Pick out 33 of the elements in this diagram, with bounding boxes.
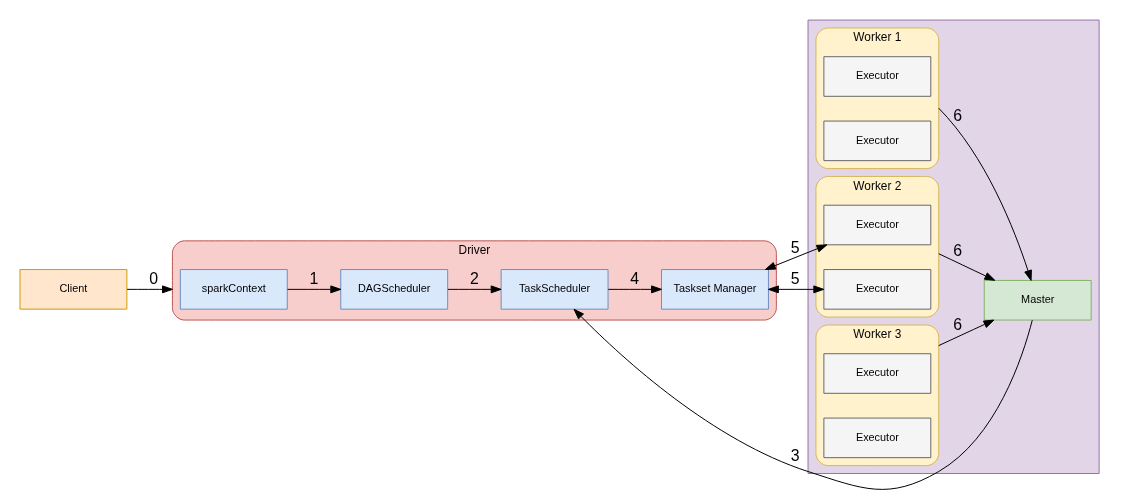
node-box: DAGScheduler xyxy=(340,269,449,310)
edge-label: 1 xyxy=(309,270,319,288)
arrow xyxy=(126,285,173,294)
edge-label: 6 xyxy=(953,315,962,333)
arrow xyxy=(768,285,825,294)
arrow xyxy=(938,107,1032,281)
node-box: Executor xyxy=(823,269,932,310)
edge-label: 4 xyxy=(630,270,640,288)
edge-label: 5 xyxy=(790,270,800,288)
node-box: Executor xyxy=(823,56,932,97)
node-box: TaskScheduler xyxy=(500,269,609,310)
arrow xyxy=(607,285,662,294)
edge-label: 2 xyxy=(469,270,479,288)
node-box: Executor xyxy=(823,417,932,459)
node-box: Client xyxy=(19,269,128,310)
node-box: Executor xyxy=(823,120,932,162)
edge-label: 6 xyxy=(953,106,962,124)
node-box: sparkContext xyxy=(179,269,288,310)
arrow xyxy=(573,308,1033,490)
cluster xyxy=(807,19,1100,474)
edge-label: 0 xyxy=(149,270,159,288)
node-box: Taskset Manager xyxy=(661,269,769,310)
node-box: Master xyxy=(983,279,1092,321)
node-box: Executor xyxy=(823,204,932,246)
arrow xyxy=(938,319,995,347)
arrow xyxy=(764,244,828,270)
edge-label: 6 xyxy=(953,241,962,259)
arrow xyxy=(938,253,996,281)
node-box: Executor xyxy=(823,353,932,394)
edge-label: 5 xyxy=(790,238,800,256)
edge-label: 3 xyxy=(790,447,800,465)
arrow xyxy=(287,285,342,294)
arrow xyxy=(447,285,502,294)
